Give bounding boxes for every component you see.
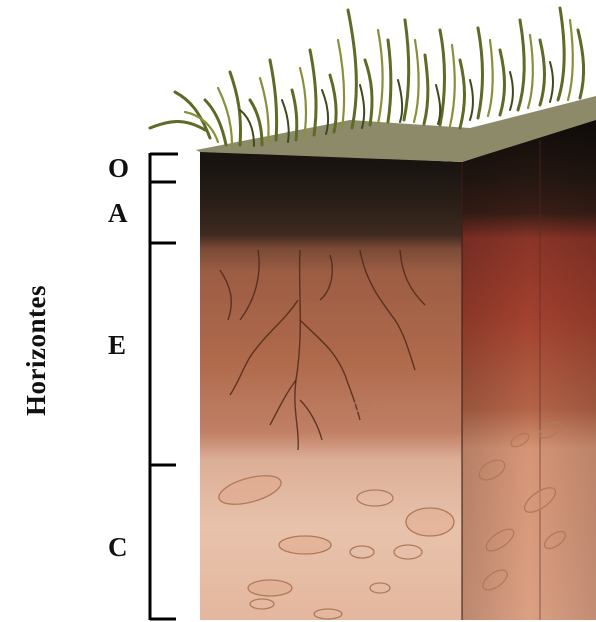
horizon-label-e: E (108, 332, 126, 359)
soil-front-face (200, 150, 462, 620)
horizon-label-a: A (108, 200, 128, 227)
horizon-label-o: O (108, 155, 129, 182)
horizon-bracket (150, 153, 178, 620)
horizon-label-c: C (108, 534, 128, 561)
horizons-axis-title: Horizontes (6, 250, 66, 450)
